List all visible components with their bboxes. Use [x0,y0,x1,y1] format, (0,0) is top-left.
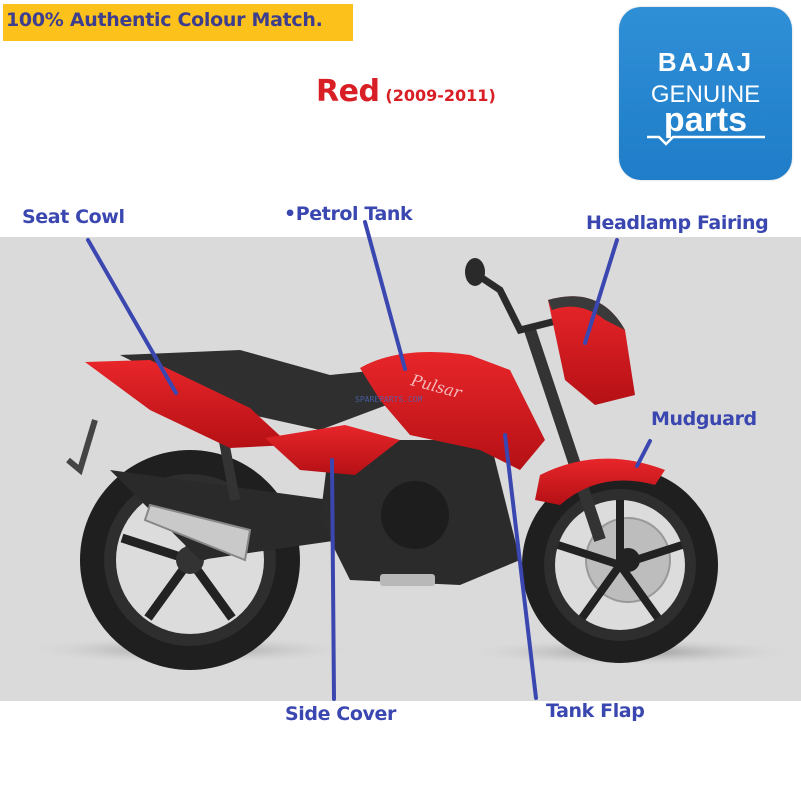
side-cover-leader [330,458,336,701]
front-mudguard-panel [535,458,665,505]
headlamp-fairing-leader [583,238,619,345]
colour-years: (2009-2011) [385,86,496,105]
front-wheel [522,467,718,663]
swingarm [110,470,340,560]
seat-cowl-panel [85,360,290,448]
visor [548,296,625,330]
authentic-colour-banner: 100% Authentic Colour Match. [3,4,353,41]
product-photo-backdrop: Pulsar SPAREPARTS.COM [0,237,801,701]
number-plate-bracket [66,419,98,476]
label-headlamp-fairing: Headlamp Fairing [586,212,769,234]
banner-text: 100% Authentic Colour Match. [6,9,323,31]
bajaj-genuine-parts-logo: BAJAJ GENUINE parts [619,7,792,180]
handlebar-mirror [468,267,561,335]
petrol-tank-leader [363,220,407,371]
seat [120,350,400,430]
petrol-tank-panel [360,351,545,470]
label-petrol-tank: •Petrol Tank [284,203,413,225]
motorcycle-illustration: Pulsar SPAREPARTS.COM [20,258,800,670]
colour-name: Red [316,74,380,109]
engine-cover [381,481,449,549]
logo-brand: BAJAJ [657,47,754,77]
mudguard-leader [635,439,652,468]
side-cover-panel [265,425,400,475]
tank-flap-leader [503,433,538,700]
footrest [380,574,435,586]
label-mudguard: Mudguard [651,408,757,430]
logo-parts: parts [663,101,748,139]
logo-genuine: GENUINE [650,81,761,108]
label-seat-cowl: Seat Cowl [22,206,125,228]
label-tank-flap: Tank Flap [546,700,645,722]
front-fork [524,328,606,542]
mirror [465,258,485,286]
seat-cowl-leader [86,238,178,395]
exhaust-muffler [143,503,252,562]
watermark: SPAREPARTS.COM [355,395,423,404]
logo-underline-icon [647,135,765,146]
label-side-cover: Side Cover [285,703,396,725]
colour-title: Red (2009-2011) [316,74,496,109]
